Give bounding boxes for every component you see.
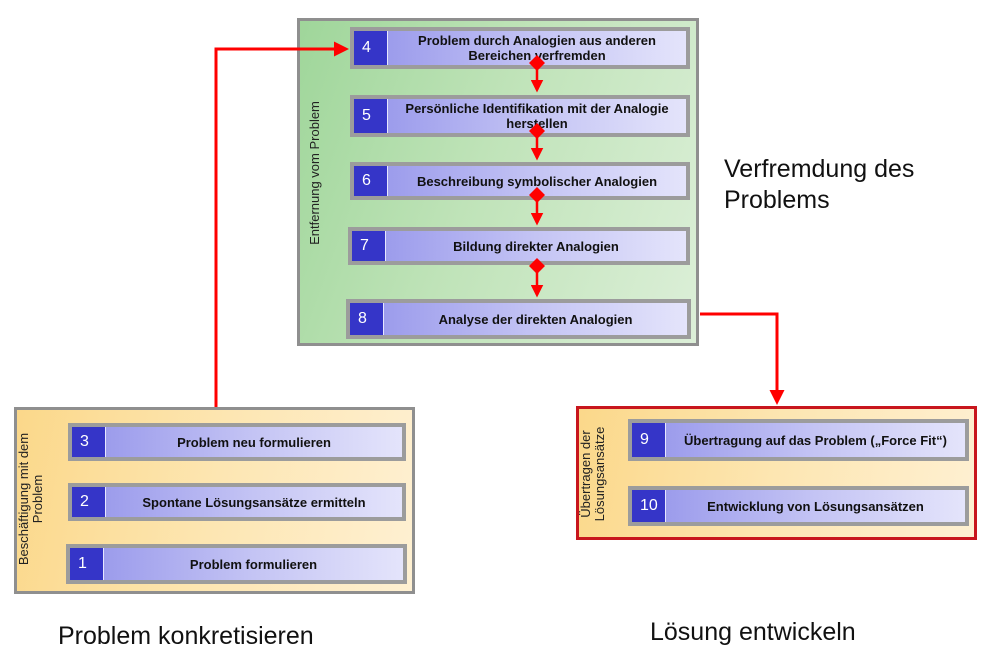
step-text: Beschreibung symbolischer Analogien [388,166,686,196]
step-5: 5 Persönliche Identifikation mit der Ana… [350,95,690,137]
step-number: 3 [72,427,106,457]
caption-concretize: Problem konkretisieren [58,622,314,650]
step-text: Problem formulieren [104,548,403,580]
engagement-group-label: Beschäftigung mit dem Problem [16,409,47,589]
step-text: Spontane Lösungsansätze ermitteln [106,487,402,517]
step-number: 4 [354,31,388,65]
transfer-group-label: Übertragen der Lösungsansätze [578,414,609,534]
step-1: 1 Problem formulieren [66,544,407,584]
step-number: 9 [632,423,666,457]
step-10: 10 Entwicklung von Lösungsansätzen [628,486,969,526]
step-number: 7 [352,231,386,261]
transfer-label-line2: Lösungsansätze [592,426,607,522]
step-7: 7 Bildung direkter Analogien [348,227,690,265]
step-text: Persönliche Identifikation mit der Analo… [388,99,686,133]
engagement-label-line2: Problem [30,474,45,524]
step-number: 8 [350,303,384,335]
caption-develop: Lösung entwickeln [650,618,856,646]
engagement-label-line1: Beschäftigung mit dem [16,432,31,566]
step-text: Bildung direkter Analogien [386,231,686,261]
step-number: 1 [70,548,104,580]
step-4: 4 Problem durch Analogien aus anderen Be… [350,27,690,69]
step-9: 9 Übertragung auf das Problem („Force Fi… [628,419,969,461]
step-text: Problem neu formulieren [106,427,402,457]
step-6: 6 Beschreibung symbolischer Analogien [350,162,690,200]
step-text: Entwicklung von Lösungsansätzen [666,490,965,522]
step-2: 2 Spontane Lösungsansätze ermitteln [68,483,406,521]
step-number: 5 [354,99,388,133]
step-text: Übertragung auf das Problem („Force Fit“… [666,423,965,457]
caption-alienation: Verfremdung des Problems [724,154,914,216]
caption-alienation-line1: Verfremdung des [724,155,915,183]
step-text: Problem durch Analogien aus anderen Bere… [388,31,686,65]
step-number: 6 [354,166,388,196]
step-number: 2 [72,487,106,517]
caption-alienation-line2: Problems [724,186,830,214]
step-number: 10 [632,490,666,522]
step-text: Analyse der direkten Analogien [384,303,687,335]
alienation-group-label: Entfernung vom Problem [307,101,322,245]
transfer-label-line1: Übertragen der [578,430,593,518]
connector-step8-to-transfer [700,312,785,405]
step-8: 8 Analyse der direkten Analogien [346,299,691,339]
step-3: 3 Problem neu formulieren [68,423,406,461]
